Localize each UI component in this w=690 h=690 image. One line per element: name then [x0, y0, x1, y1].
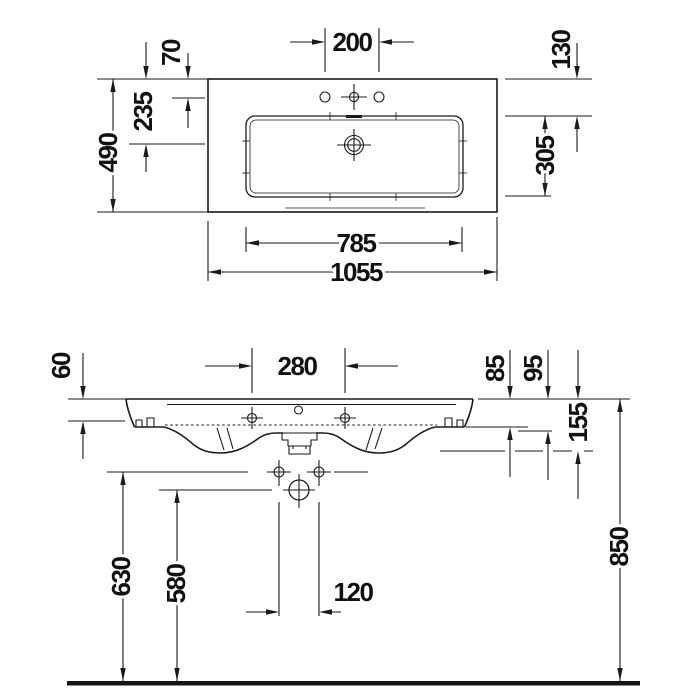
dim-label-850: 850: [604, 527, 634, 567]
dim-label-155: 155: [563, 403, 593, 443]
drain-trap: [277, 432, 322, 455]
dim-rim-height-above-floor: 850: [601, 399, 637, 681]
top-view: 200 70 235 490 130: [90, 24, 592, 290]
dim-label-305: 305: [530, 136, 560, 176]
dim-rim-to-underside: 155: [560, 350, 596, 499]
right-faucet-hole: [373, 91, 385, 103]
dim-side-edge-height: 60: [43, 349, 86, 459]
dim-back-to-faucet-holes: 70: [153, 36, 205, 128]
dim-label-85: 85: [480, 355, 510, 382]
dim-label-95: 95: [518, 355, 548, 382]
floor-line: [67, 681, 640, 686]
front-view: 280 60 85 95 155: [43, 348, 640, 686]
front-overflow-hole: [293, 405, 304, 415]
basin-inner-rim-offset: [249, 119, 460, 194]
rim-ticks: [242, 112, 467, 201]
front-view-basin-outline: [125, 398, 474, 455]
faucet-holes: [319, 84, 385, 110]
basin-left-edge: [125, 398, 136, 428]
center-faucet-crosshair: [341, 84, 367, 110]
dim-label-120: 120: [334, 577, 374, 607]
dim-label-235: 235: [128, 92, 158, 132]
front-reference-lines: [68, 398, 630, 616]
dim-back-to-inner-rim: 130: [505, 27, 592, 152]
dim-label-70: 70: [156, 39, 186, 66]
dim-label-1055: 1055: [330, 257, 383, 287]
dim-label-580: 580: [161, 564, 191, 604]
basin-outer-rect: [207, 78, 498, 213]
top-view-basin-outline: [207, 78, 498, 213]
dim-drain-height: 580: [158, 490, 194, 681]
dim-fixing-hole-spacing: 280: [205, 348, 398, 393]
right-channel-lines: [365, 427, 383, 451]
fixing-holes: [241, 407, 356, 429]
dim-inner-bowl-depth: 305: [505, 116, 563, 197]
dim-label-200: 200: [333, 27, 373, 57]
dim-supply-hole-spacing: 120: [246, 574, 378, 615]
connection-holes: [267, 460, 331, 508]
dim-label-60: 60: [46, 352, 76, 379]
bowl-underside-left: [163, 426, 283, 454]
dim-inner-bowl-width: 785: [245, 225, 463, 261]
basin-right-edge: [463, 398, 474, 428]
dim-label-630: 630: [106, 557, 136, 597]
dim-supply-holes-height: 630: [103, 472, 139, 681]
dim-overall-depth: 490: [90, 78, 208, 213]
dim-faucet-hole-spacing: 200: [290, 24, 414, 72]
dim-label-130: 130: [546, 30, 576, 70]
dim-rim-to-inner-bottom: 85: [477, 350, 513, 477]
dim-label-280: 280: [278, 351, 318, 381]
left-faucet-hole: [319, 91, 331, 103]
dim-label-490: 490: [93, 133, 123, 173]
right-wing-tabs: [444, 417, 464, 427]
dim-label-785: 785: [337, 228, 377, 258]
left-channel-lines: [216, 427, 234, 451]
dim-back-to-overflow: 235: [125, 42, 205, 172]
dim-overall-width: 1055: [207, 217, 498, 290]
bowl-underside-right: [316, 426, 436, 454]
overflow-hole: [337, 129, 371, 161]
dim-rim-to-apron-bottom: 95: [515, 350, 551, 480]
left-wing-tabs: [135, 417, 155, 427]
